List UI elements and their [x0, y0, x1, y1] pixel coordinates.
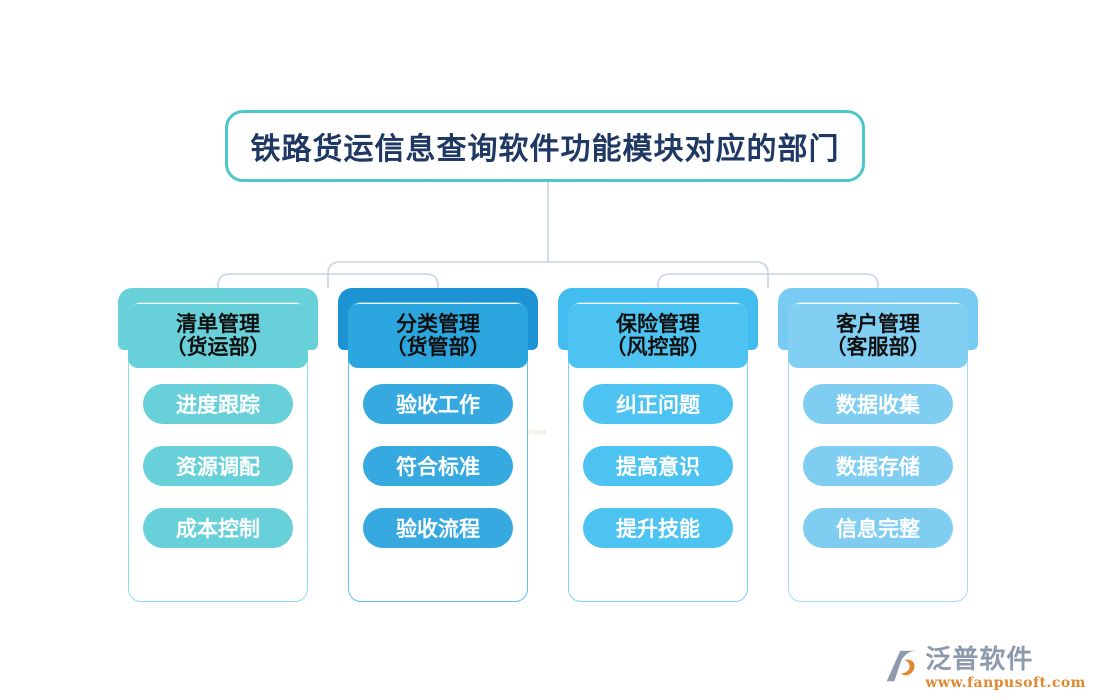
item-label: 纠正问题 [616, 392, 700, 417]
column-card-4[interactable]: 客户管理 （客服部） 数据收集 数据存储 信息完整 [778, 288, 978, 604]
diagram-title-box: 铁路货运信息查询软件功能模块对应的部门 [225, 110, 865, 182]
item-label: 数据存储 [836, 454, 920, 479]
column-header-line1: 分类管理 [396, 311, 480, 337]
item-pill[interactable]: 资源调配 [143, 446, 293, 486]
item-pill[interactable]: 信息完整 [803, 508, 953, 548]
column-group: 清单管理 （货运部） 进度跟踪 资源调配 成本控制 分类管理 （货管部） 验收工… [0, 288, 1100, 608]
diagram-title: 铁路货运信息查询软件功能模块对应的部门 [250, 132, 840, 167]
item-label: 信息完整 [836, 516, 920, 541]
brand-url: www.fanpusoft.com [925, 675, 1086, 691]
column-header-line2: （客服部） [825, 334, 931, 359]
column-items-2: 验收工作 符合标准 验收流程 [348, 384, 528, 570]
item-label: 数据收集 [836, 392, 920, 417]
item-label: 进度跟踪 [176, 392, 260, 417]
item-label: 提高意识 [616, 454, 700, 479]
column-header-line2: （货运部） [165, 334, 271, 359]
column-header-4[interactable]: 客户管理 （客服部） [788, 304, 968, 368]
column-card-3[interactable]: 保险管理 （风控部） 纠正问题 提高意识 提升技能 [558, 288, 758, 604]
column-header-line2: （风控部） [605, 334, 711, 359]
column-header-1[interactable]: 清单管理 （货运部） [128, 304, 308, 368]
item-label: 验收工作 [396, 392, 480, 417]
item-pill[interactable]: 数据收集 [803, 384, 953, 424]
column-items-3: 纠正问题 提高意识 提升技能 [568, 384, 748, 570]
column-items-1: 进度跟踪 资源调配 成本控制 [128, 384, 308, 570]
item-pill[interactable]: 成本控制 [143, 508, 293, 548]
item-label: 成本控制 [176, 516, 260, 541]
item-label: 提升技能 [616, 516, 700, 541]
column-header-2[interactable]: 分类管理 （货管部） [348, 304, 528, 368]
item-pill[interactable]: 提升技能 [583, 508, 733, 548]
brand-name: 泛普软件 [925, 645, 1034, 675]
brand-logo: 泛普软件 www.fanpusoft.com [885, 647, 1086, 690]
item-pill[interactable]: 纠正问题 [583, 384, 733, 424]
column-header-line1: 保险管理 [616, 311, 700, 337]
column-card-2[interactable]: 分类管理 （货管部） 验收工作 符合标准 验收流程 [338, 288, 538, 604]
column-items-4: 数据收集 数据存储 信息完整 [788, 384, 968, 570]
item-pill[interactable]: 符合标准 [363, 446, 513, 486]
item-label: 资源调配 [176, 454, 260, 479]
item-pill[interactable]: 进度跟踪 [143, 384, 293, 424]
fanpu-logo-icon [885, 649, 919, 687]
item-label: 验收流程 [396, 516, 480, 541]
column-header-3[interactable]: 保险管理 （风控部） [568, 304, 748, 368]
item-label: 符合标准 [396, 454, 480, 479]
column-header-line1: 清单管理 [176, 311, 260, 337]
column-header-line2: （货管部） [385, 334, 491, 359]
column-header-line1: 客户管理 [836, 311, 920, 337]
item-pill[interactable]: 提高意识 [583, 446, 733, 486]
column-card-1[interactable]: 清单管理 （货运部） 进度跟踪 资源调配 成本控制 [118, 288, 318, 604]
item-pill[interactable]: 数据存储 [803, 446, 953, 486]
item-pill[interactable]: 验收工作 [363, 384, 513, 424]
item-pill[interactable]: 验收流程 [363, 508, 513, 548]
